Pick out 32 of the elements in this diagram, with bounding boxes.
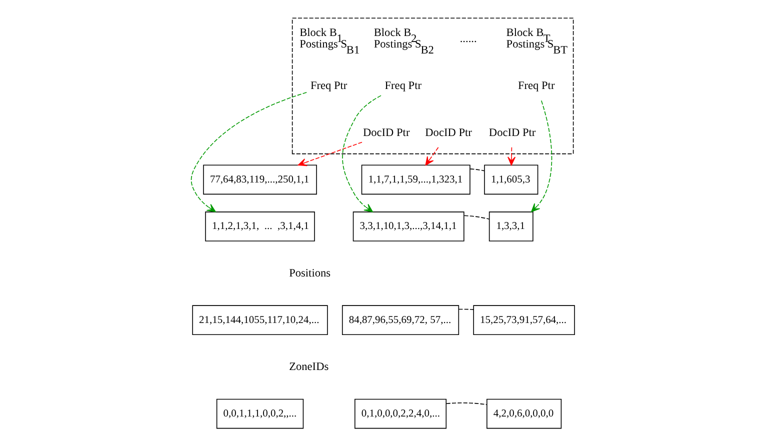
- node-box: 3,3,1,10,1,3,...,3,14,1,1: [352, 212, 464, 242]
- node-box: 1,1,605,3: [484, 164, 538, 195]
- node-text: DocID Ptr: [488, 126, 536, 139]
- node-box: 1,1,7,1,1,59,...,1,323,1: [360, 164, 470, 195]
- arrow: [342, 95, 381, 212]
- node-box: 1,1,2,1,3,1, ... ,3,1,4,1: [204, 212, 314, 242]
- arrow: [190, 92, 307, 212]
- node-box: 21,15,144,1055,117,10,24,...: [192, 305, 328, 336]
- node-box: 1,3,3,1: [488, 212, 533, 242]
- arrow: [507, 147, 516, 166]
- node-text: Freq Ptr: [518, 80, 554, 92]
- connector: [458, 308, 474, 310]
- node-text: DocID Ptr: [362, 126, 410, 139]
- node-box: 0,0,1,1,1,0,0,2,,...: [216, 398, 304, 429]
- label: ZoneIDs: [288, 360, 328, 373]
- node-box: 0,1,0,0,0,2,2,4,0,...: [354, 398, 446, 429]
- node-box: 15,25,73,91,57,64,...: [472, 305, 574, 336]
- node-text: Freq Ptr: [310, 80, 347, 92]
- cluster: [291, 18, 574, 154]
- connector: [445, 402, 487, 405]
- node-text: Freq Ptr: [384, 80, 421, 92]
- arrow: [297, 142, 362, 166]
- arrow: [424, 147, 438, 166]
- label: ......: [459, 33, 476, 46]
- node-box: 4,2,0,6,0,0,0,0: [486, 398, 562, 429]
- connector: [469, 168, 484, 172]
- label: Positions: [288, 267, 330, 280]
- arrow: [530, 100, 552, 212]
- node-box: 84,87,96,55,69,72, 57,...: [341, 305, 459, 336]
- connector: [463, 215, 490, 220]
- node-box: 77,64,83,119,...,250,1,1: [202, 164, 316, 195]
- node-text: DocID Ptr: [424, 126, 472, 139]
